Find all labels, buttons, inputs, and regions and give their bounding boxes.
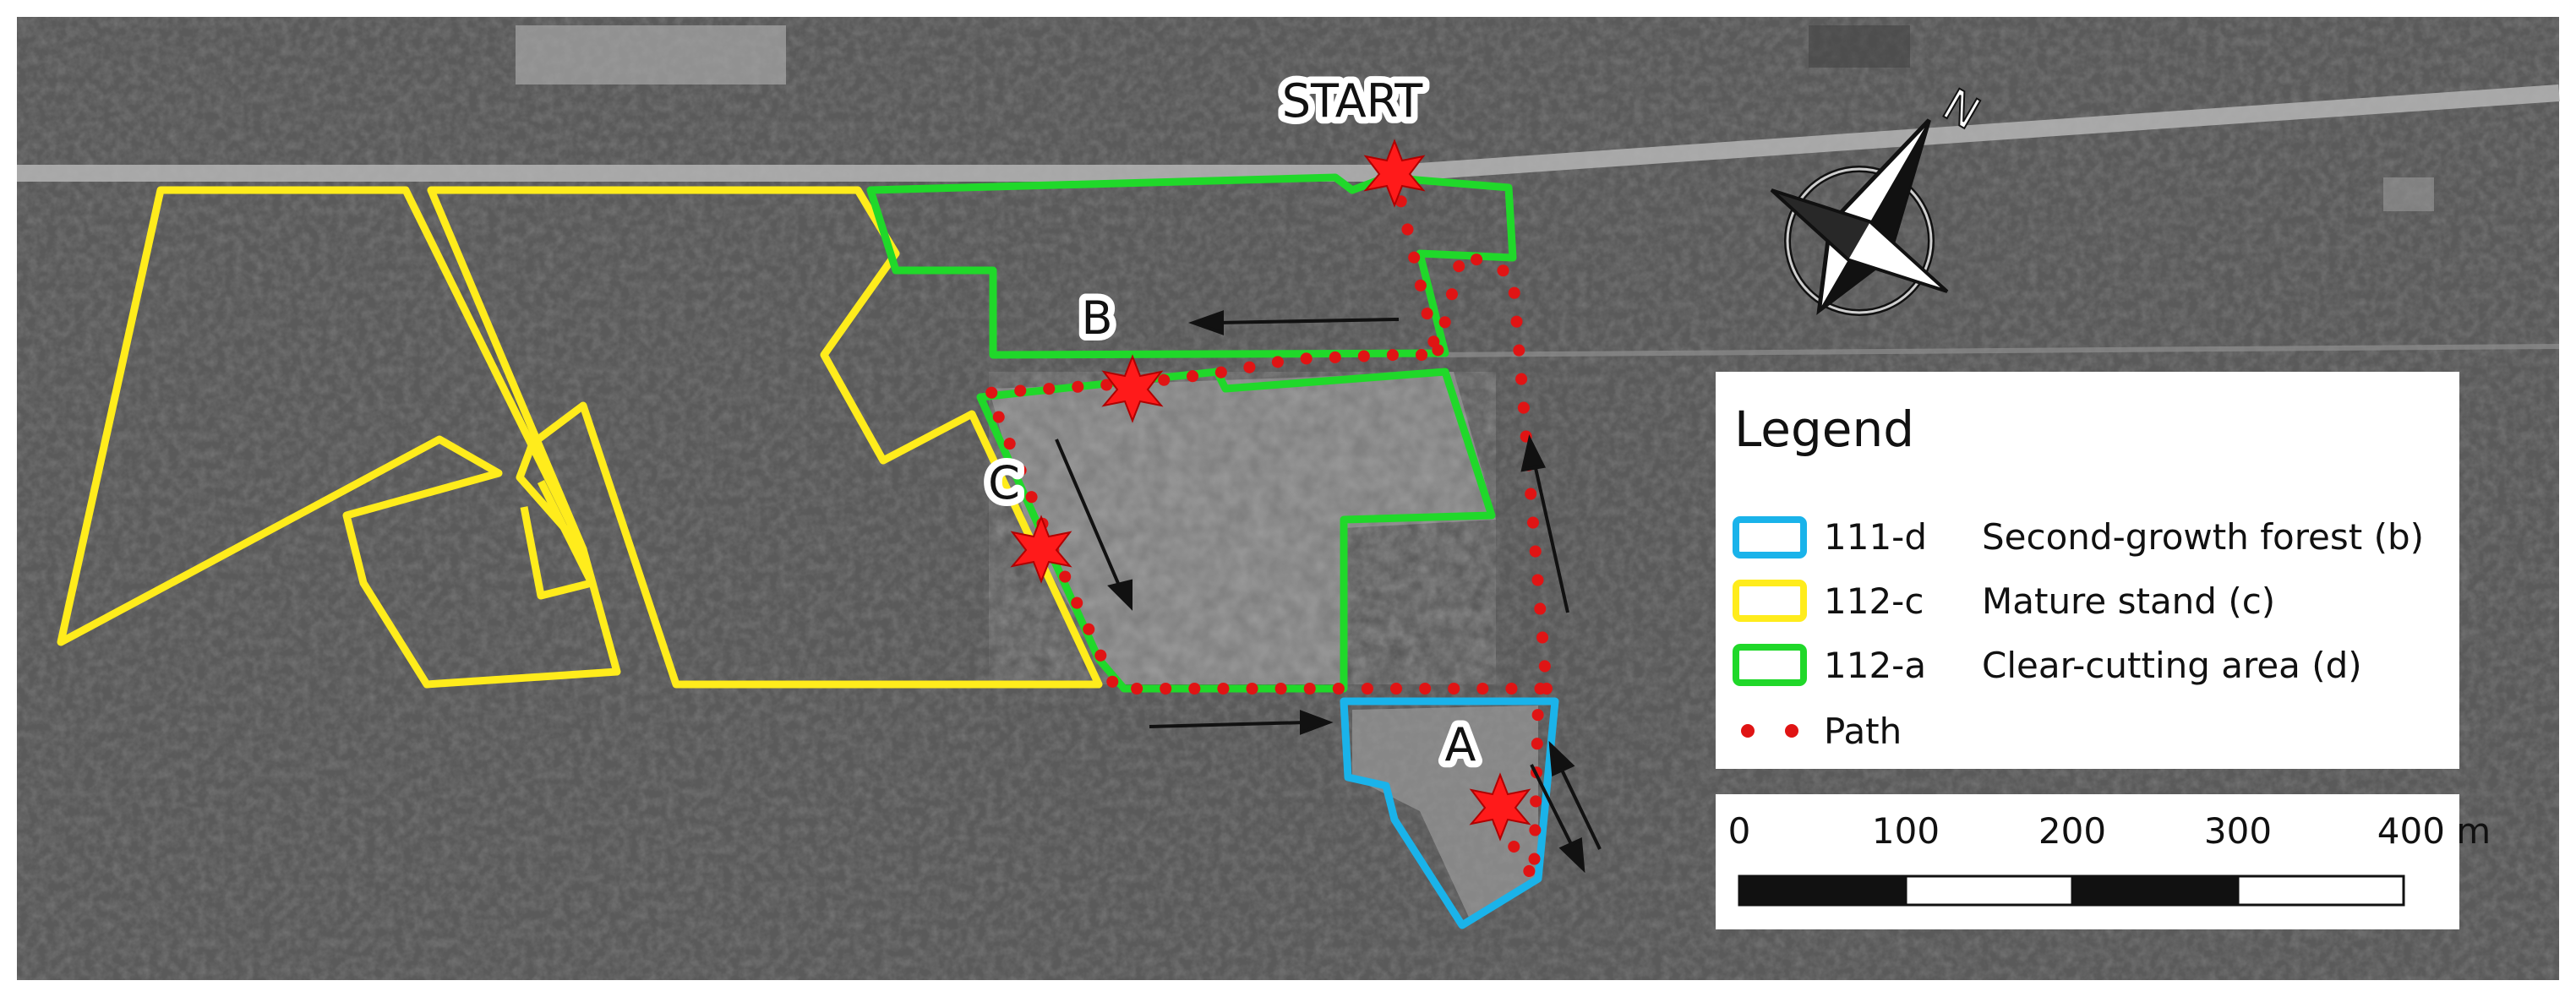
polygon-112c-west [57,186,621,689]
north-arrow: N [1770,79,1989,316]
arrow-c [1055,439,1132,611]
marker-labels: START B C A [981,68,1482,778]
legend-code: 111-d [1824,516,1927,558]
star-c-icon [1010,515,1072,584]
legend-item-112a: 112-a Clear-cutting area (d) [1733,644,2362,686]
clear-cutting-polygons [866,173,1517,693]
north-pointer-icon [1770,118,1949,315]
second-growth-polygons [1340,697,1559,929]
legend-item-111d: 111-d Second-growth forest (b) [1733,516,2424,558]
scale-segment [1739,876,1906,905]
star-b-icon [1101,354,1164,423]
star-start-icon [1363,139,1426,208]
arrow-a-down [1530,764,1585,874]
scale-tick-label: 300 [2204,810,2272,852]
label-a: A [1445,718,1476,771]
survey-path [980,167,1553,899]
arrow-right-up [1520,434,1569,613]
mature-stand-polygons [57,186,1103,689]
legend-desc: Mature stand (c) [1982,580,2275,622]
scale-tick-label: 100 [1872,810,1940,852]
arrow-bottom [1149,710,1334,735]
scale-segment [2236,874,2405,907]
scale-tick-label: 200 [2038,810,2106,852]
arrow-b [1187,310,1400,335]
sample-star-markers [1010,139,1531,842]
legend-desc: Clear-cutting area (d) [1982,645,2362,686]
legend-item-path: Path [1741,711,1902,752]
path-dot-icon [1741,724,1755,738]
scale-segment [2072,876,2238,905]
swatch-blue [1733,516,1807,558]
polygon-112a-south [976,368,1496,693]
polygon-112c-middle [427,186,1103,689]
legend-desc: Path [1824,711,1902,752]
label-start: START [1282,74,1424,128]
label-c: C [988,456,1020,509]
legend: Legend 111-d Second-growth forest (b) 11… [1716,372,2459,769]
scale-tick-label: 400 m [2377,810,2491,852]
polygon-112a-north [866,173,1517,359]
legend-code: 112-c [1824,580,1924,622]
swatch-green [1733,644,1807,686]
swatch-yellow [1733,580,1807,622]
legend-desc: Second-growth forest (b) [1982,516,2424,558]
arrow-a-up [1548,740,1602,850]
legend-item-112c: 112-c Mature stand (c) [1733,580,2275,622]
label-b: B [1081,291,1112,345]
path-dot-icon [1785,724,1798,738]
direction-arrows [1055,310,1602,874]
legend-code: 112-a [1824,645,1926,686]
polygon-111d [1340,697,1559,929]
star-a-icon [1469,772,1531,842]
polygon-112c-inner [520,479,596,600]
scale-tick-label: 0 [1728,810,1751,852]
legend-title: Legend [1734,400,1914,458]
scale-bar: 0 100 200 300 400 m [1716,794,2491,929]
scale-segment [1904,874,2074,907]
